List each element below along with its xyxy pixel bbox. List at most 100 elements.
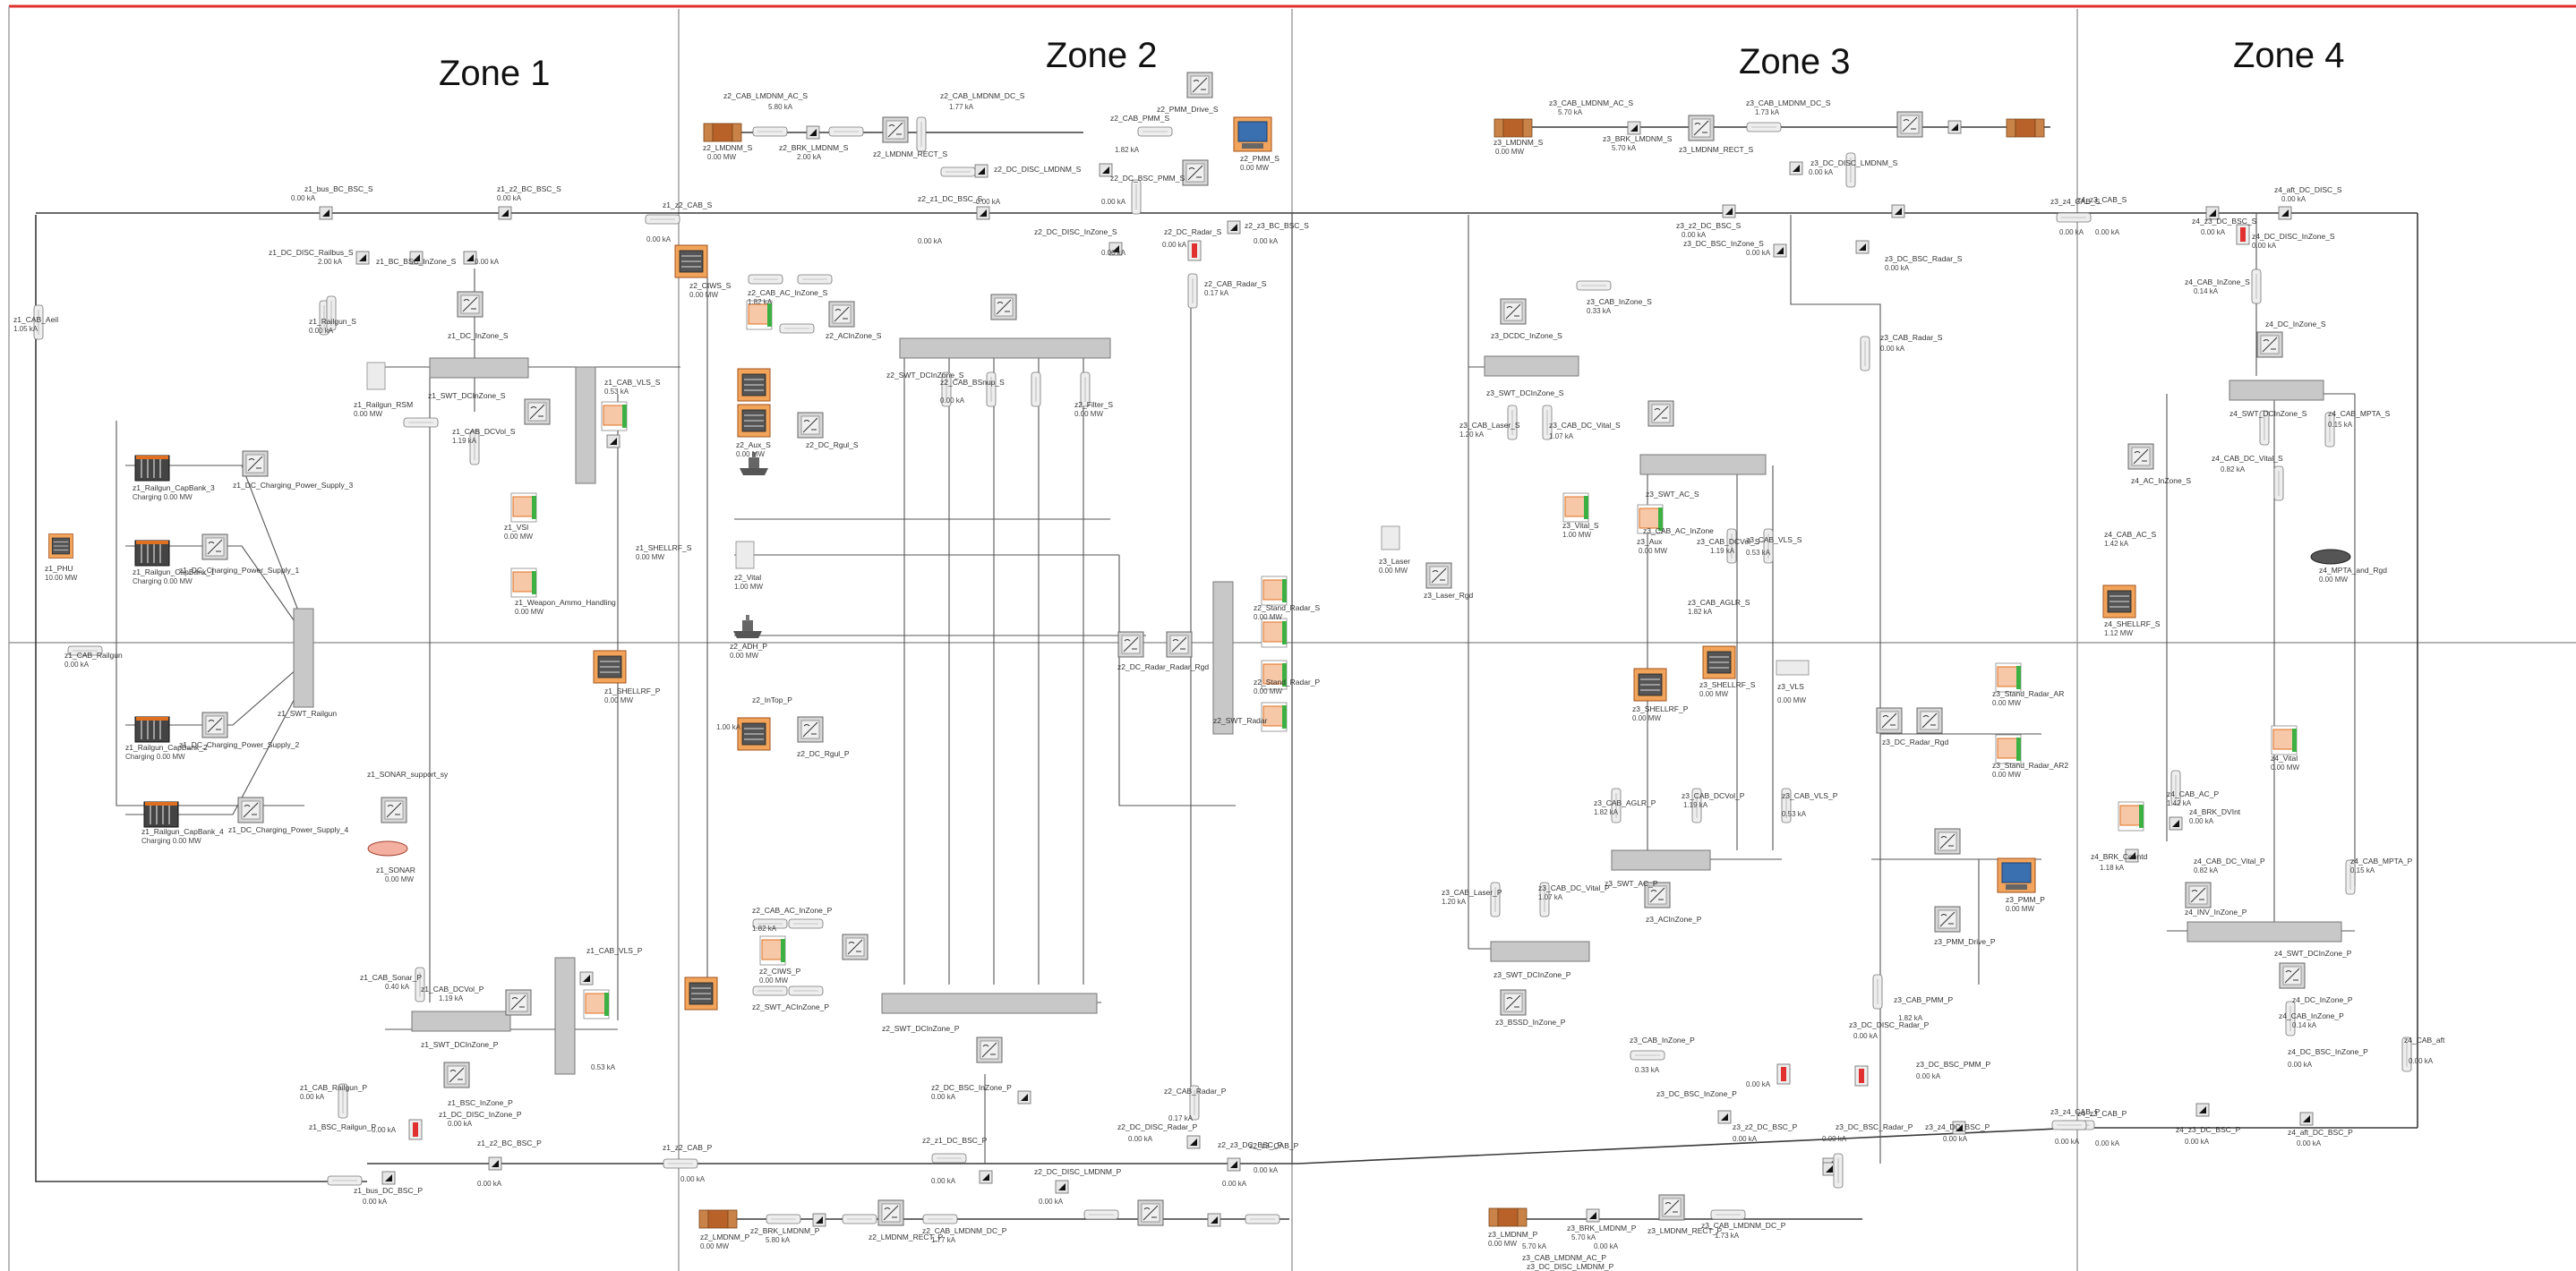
component-label: z3_SWT_AC_S <box>1646 490 1699 499</box>
component-label: z3_BRK_LMDNM_S <box>1603 134 1673 143</box>
component-value: 1.42 kA <box>2167 799 2192 807</box>
component-label: z1_BC_BSC_InZone_S <box>376 257 457 266</box>
component-label: z3_Aux <box>1637 537 1663 546</box>
component-value: 5.70 kA <box>1558 108 1583 116</box>
component-label: z4_Vital <box>2271 754 2298 763</box>
component-label: z1_CAB_Railgun <box>64 651 123 660</box>
component-labels: z1_bus_BC_BSC_S 0.00 kA z1_z2_BC_BSC_S 0… <box>13 91 2445 1271</box>
component-label: z4_CAB_MPTA_S <box>2328 409 2391 418</box>
component-value: 0.00 MW <box>1639 547 1667 555</box>
component-label: z1_DC_DISC_InZone_P <box>439 1110 522 1119</box>
component-value: 0.00 kA <box>1880 345 1905 353</box>
component-label: z1_VSI <box>504 523 528 532</box>
component-label: z3_CAB_LMDNM_AC_P <box>1522 1253 1606 1262</box>
component-label: z4_BRK_DVInt <box>2189 807 2241 816</box>
component-value: 1.82 kA <box>1898 1014 1923 1022</box>
component-label: z2_Stand_Radar_S <box>1254 603 1321 612</box>
component-value: 1.19 kA <box>439 994 464 1002</box>
component-value: 0.00 MW <box>1254 687 1282 695</box>
component-value: 0.00 MW <box>2271 763 2299 772</box>
component-value: 0.33 kA <box>1587 307 1612 315</box>
component-value: 0.00 kA <box>309 327 334 335</box>
component-value: 0.00 kA <box>940 397 965 405</box>
component-label: z4_CAB_MPTA_P <box>2350 857 2413 866</box>
component-value: 0.14 kA <box>2292 1021 2317 1029</box>
component-label: z3_DC_Radar_Rgd <box>1882 738 1948 746</box>
component-label: z3_CAB_DCVol_P <box>1682 791 1745 800</box>
component-value: 0.15 kA <box>2350 866 2375 874</box>
component-label: z1_z2_CAB_S <box>663 200 713 209</box>
component-value: 1.82 kA <box>1594 808 1619 816</box>
component-value: 0.00 kA <box>918 237 943 245</box>
component-value: 0.33 kA <box>1635 1066 1660 1074</box>
component-label: z2_DC_DISC_InZone_S <box>1034 227 1117 236</box>
component-value: 0.00 kA <box>1254 1166 1279 1174</box>
component-value: 0.00 MW <box>689 291 718 299</box>
component-label: z3_DC_DISC_Radar_P <box>1849 1020 1930 1029</box>
component-value: 1.20 kA <box>1442 898 1467 906</box>
component-value: Charging 0.00 MW <box>125 753 185 761</box>
component-label: z2_CAB_AC_InZone_S <box>748 288 828 297</box>
component-value: Charging 0.00 MW <box>133 493 193 501</box>
component-label: z3_PMM_Drive_P <box>1934 937 1996 946</box>
component-value: 1.00 MW <box>734 583 763 591</box>
component-value: 0.00 kA <box>1594 1242 1619 1250</box>
zone-2-title: Zone 2 <box>1046 36 1158 75</box>
component-value: 0.00 MW <box>2006 905 2034 913</box>
component-label: z3_LMDNM_P <box>1488 1230 1538 1239</box>
component-label: z3_z4_CAB_S <box>2050 197 2101 206</box>
component-label: z4_DC_InZone_P <box>2292 995 2353 1004</box>
component-label: z4_SWT_DCInZone_P <box>2274 949 2352 958</box>
component-value: 0.40 kA <box>385 983 410 991</box>
component-value: 0.00 kA <box>372 1126 397 1134</box>
component-label: z1_DC_Charging_Power_Supply_3 <box>233 481 353 490</box>
component-value: 0.00 MW <box>707 153 736 161</box>
component-label: z1_DC_Charging_Power_Supply_4 <box>228 825 348 834</box>
component-label: z3_CAB_DC_Vital_P <box>1538 883 1610 892</box>
component-value: 5.80 kA <box>768 103 793 111</box>
component-value: 0.00 kA <box>931 1093 956 1101</box>
component-label: z3_CAB_AGLR_P <box>1594 798 1656 807</box>
component-label: z4_CAB_DC_Vital_P <box>2194 857 2265 866</box>
component-label: z3_CAB_Radar_S <box>1880 333 1943 342</box>
component-label: z2_PMM_S <box>1240 154 1279 163</box>
component-label: z2_InTop_P <box>752 695 792 704</box>
component-label: z3_SWT_AC_P <box>1605 879 1658 888</box>
component-label: z1_z2_BC_BSC_P <box>477 1139 542 1147</box>
component-label: z3_CAB_PMM_P <box>1894 995 1953 1004</box>
component-label: z3_SHELLRF_P <box>1632 704 1689 713</box>
component-label: z4_SWT_DCInZone_S <box>2229 409 2307 418</box>
component-value: 1.07 kA <box>1538 893 1563 901</box>
component-label: z1_SONAR <box>376 866 415 874</box>
component-label: z3_ACInZone_P <box>1646 915 1702 924</box>
component-label: z1_bus_BC_BSC_S <box>304 184 373 193</box>
component-label: z2_Vital <box>734 573 761 582</box>
component-label: z3_DC_DISC_LMDNM_S <box>1810 158 1898 167</box>
component-label: z3_z4_CAB_P <box>2050 1107 2101 1116</box>
component-value: 0.00 MW <box>700 1242 729 1250</box>
component-value: 0.00 kA <box>2055 1138 2080 1146</box>
component-value: 0.00 kA <box>1101 249 1126 257</box>
component-value: 0.00 kA <box>2297 1139 2322 1147</box>
component-label: z4_z3_CAB_P <box>2077 1109 2127 1118</box>
component-label: z2_CAB_BSnup_S <box>940 378 1005 387</box>
component-label: z4_CAB_DC_Vital_S <box>2212 454 2283 463</box>
component-label: z4_z3_DC_BSC_S <box>2192 217 2257 226</box>
component-value: 1.82 kA <box>748 298 773 306</box>
component-label: z2_LMDNM_P <box>700 1233 750 1241</box>
component-value: 0.53 kA <box>1782 810 1807 818</box>
component-label: z1_bus_DC_BSC_P <box>354 1186 423 1195</box>
component-value: 0.53 kA <box>1746 549 1771 557</box>
component-value: 0.14 kA <box>2194 287 2219 295</box>
component-value: 1.00 MW <box>1562 531 1591 539</box>
component-label: z4_CAB_AC_P <box>2167 789 2219 798</box>
component-value: 10.00 MW <box>45 574 78 582</box>
component-value: 2.00 kA <box>318 258 343 266</box>
component-label: z4_CAB_InZone_P <box>2279 1011 2344 1020</box>
component-label: z2_SWT_ACInZone_P <box>752 1002 829 1011</box>
component-value: 0.00 kA <box>1733 1135 1758 1143</box>
component-value: 0.15 kA <box>2328 421 2353 429</box>
component-label: z4_z3_CAB_S <box>2077 195 2127 204</box>
component-value: 1.77 kA <box>931 1236 956 1244</box>
